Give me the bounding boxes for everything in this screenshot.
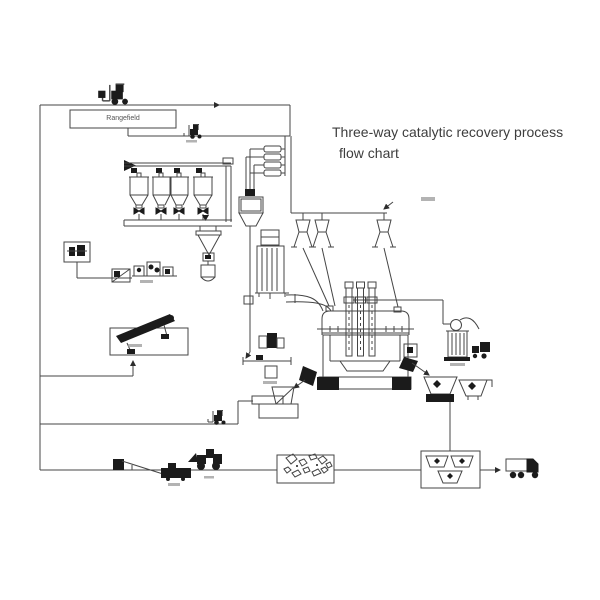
flue-elbow-pipe (285, 294, 332, 312)
receiver-tank (200, 261, 216, 282)
electrode (355, 281, 366, 357)
casting-molds (423, 376, 493, 402)
forklift-slag-icon (207, 410, 226, 426)
hopper (129, 172, 149, 220)
ball-mill-line (132, 261, 177, 283)
disc-granulator (242, 333, 292, 384)
crusher (161, 463, 191, 486)
storage-hopper-row (129, 172, 213, 221)
rangefield-label: Rangefield (106, 115, 140, 122)
ingot-stack-box (420, 450, 481, 489)
bucket-elevator (124, 157, 234, 222)
additive-mixer (238, 189, 264, 359)
electric-smelting-furnace (317, 281, 443, 390)
granulation-pump-unit (442, 300, 490, 366)
furnace-feed-line (291, 197, 435, 313)
hopper (193, 172, 213, 220)
slag-chute (293, 366, 317, 389)
electrode (343, 281, 355, 357)
product-truck-icon (505, 458, 539, 479)
vibrating-screen (109, 314, 189, 356)
collecting-screw-duct (123, 219, 232, 227)
motor-unit-box (63, 241, 132, 279)
rangefield-storage-box (69, 109, 177, 129)
page-title: Three-way catalytic recovery process flo… (332, 122, 563, 164)
slag-settling-tank (251, 386, 299, 419)
forklift-infeed-icon (98, 83, 129, 106)
page-title-line1: Three-way catalytic recovery process (332, 124, 564, 140)
roof-feeder (291, 213, 315, 248)
electrode (366, 281, 378, 357)
hopper (170, 172, 189, 220)
roof-feeder (310, 213, 334, 248)
dust-collector (243, 229, 289, 305)
elevator-foot (111, 268, 131, 283)
flow-lines (39, 102, 501, 473)
hopper (152, 172, 171, 220)
forklift-transfer-icon (183, 124, 202, 143)
inclined-belt-conveyor (113, 459, 164, 475)
metal-taphole (399, 357, 430, 376)
weigh-feeder-bank (245, 144, 286, 189)
wheel-loader-icon (188, 449, 222, 479)
flange-bolts (321, 326, 410, 332)
page-title-line2: flow chart (339, 145, 399, 161)
cyclone-separator (195, 226, 222, 262)
roof-feeder (372, 213, 396, 248)
crushed-material-box (276, 453, 335, 484)
